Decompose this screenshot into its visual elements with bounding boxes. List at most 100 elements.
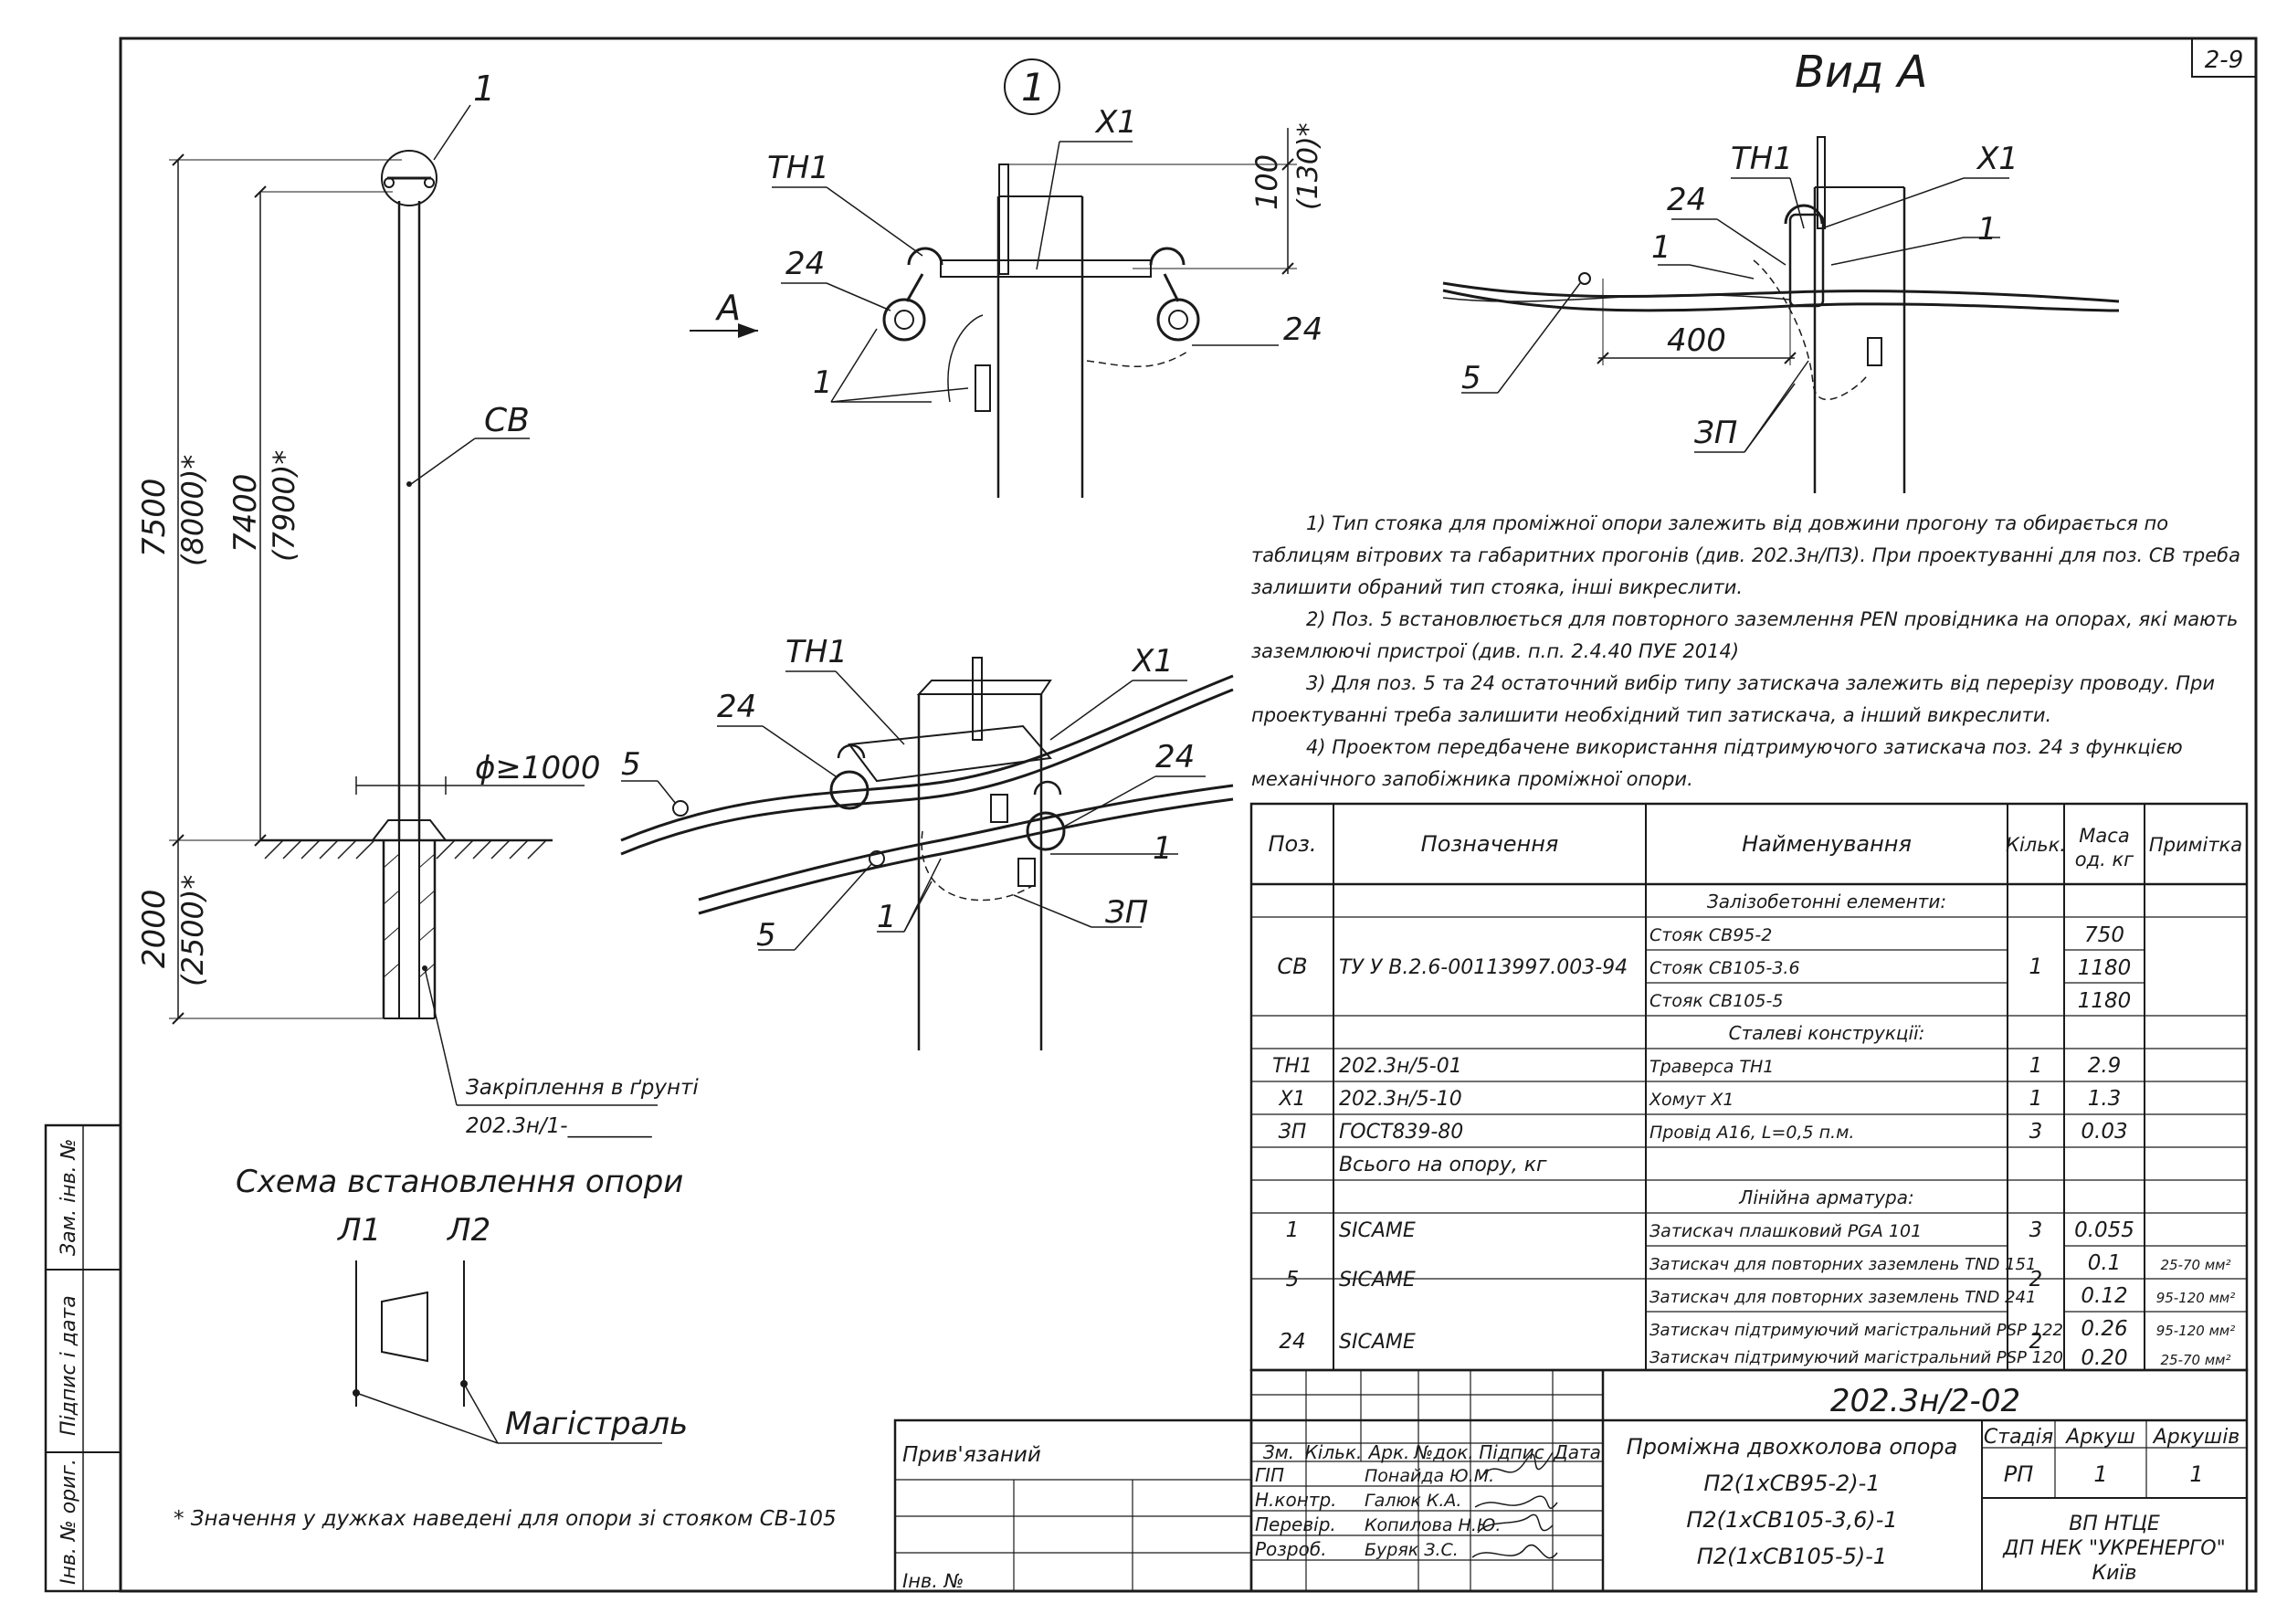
footnote: * Значення у дужках наведені для опори з… <box>174 1507 837 1531</box>
section-steel: Сталеві конструкції: <box>1729 1022 1925 1044</box>
th-qty: Кільк. <box>2006 834 2066 856</box>
view-a-title: Вид А <box>1795 47 1927 98</box>
tb-org-2: ДП НЕК "УКРЕНЕРГО" <box>2002 1537 2226 1560</box>
pole-elevation: 1 СВ <box>136 69 699 1138</box>
dim-7900: (7900)* <box>267 450 301 562</box>
sheet-number: 2-9 <box>2205 47 2243 74</box>
tb-h-data: Дата <box>1553 1441 1601 1463</box>
note-2: 2) Поз. 5 встановлюється для повторного … <box>1251 608 2239 662</box>
iso-zp: ЗП <box>1105 894 1148 931</box>
th-note: Примітка <box>2149 834 2242 856</box>
viewa-5: 5 <box>1461 360 1481 396</box>
section-concrete: Залізобетонні елементи: <box>1707 891 1946 912</box>
pos5-mass-1: 0.1 <box>2088 1251 2122 1275</box>
iso-tn1: ТН1 <box>785 634 848 670</box>
pos5-designation: SICAME <box>1339 1269 1416 1292</box>
tn1-name: Траверса ТН1 <box>1649 1057 1774 1077</box>
pos1-designation: SICAME <box>1339 1219 1416 1242</box>
cv-item-1: Стояк СВ95-2 <box>1649 925 1772 945</box>
tb-org-1: ВП НТЦЕ <box>2069 1513 2160 1535</box>
signature-3 <box>1477 1513 1554 1534</box>
iso-1a: 1 <box>877 899 897 935</box>
tb-name-1: Понайда Ю.М. <box>1365 1466 1494 1486</box>
stamp-pidpys: Підпис і дата <box>58 1295 80 1436</box>
view-a: Вид А 400 ТН1 Х1 24 1 <box>1442 47 2120 493</box>
scheme-l1: Л1 <box>336 1212 381 1249</box>
iso-24a: 24 <box>717 689 756 725</box>
section-fittings: Лінійна арматура: <box>1738 1186 1913 1208</box>
cv-pos: СВ <box>1277 954 1307 979</box>
dim-2000: 2000 <box>136 889 173 968</box>
pos24-pos: 24 <box>1279 1330 1305 1354</box>
tb-role-1: ГІП <box>1255 1464 1284 1486</box>
viewa-1b: 1 <box>1977 211 1997 248</box>
pos24-qty: 2 <box>2029 1330 2043 1354</box>
detail-1: 1 ТН1 Х1 24 24 1 <box>690 58 1324 498</box>
pos5-mass-2: 0.12 <box>2081 1284 2127 1308</box>
spec-table: Поз. Позначення Найменування Кільк. Маса… <box>1249 802 2249 1372</box>
stamp-inv-orig: Інв. № ориг. <box>58 1459 80 1585</box>
tb-title-1: Проміжна двохколова опора <box>1627 1434 1958 1460</box>
signature-1 <box>1479 1451 1554 1481</box>
tb-role-3: Перевір. <box>1255 1513 1336 1535</box>
dim-8000: (8000)* <box>175 455 210 566</box>
zp-name: Провід А16, L=0,5 п.м. <box>1649 1123 1854 1143</box>
iso-24b: 24 <box>1155 739 1195 775</box>
detail1-24a: 24 <box>785 246 825 282</box>
tb-sheet-h: Аркуш <box>2064 1426 2134 1449</box>
viewa-x1: Х1 <box>1976 141 2018 177</box>
arrow-a-label: А <box>714 288 741 328</box>
tb-org-3: Київ <box>2092 1562 2137 1585</box>
tb-h-zm: Зм. <box>1263 1441 1294 1463</box>
cv-qty: 1 <box>2029 954 2042 979</box>
tb-doc-code: 202.3н/2-02 <box>1830 1383 2020 1419</box>
tb-inv-no: Інв. № <box>902 1570 964 1592</box>
tb-name-3: Копилова Н.Ю. <box>1365 1515 1501 1535</box>
tn1-pos: ТН1 <box>1272 1055 1312 1078</box>
pole-top-callout: 1 <box>473 69 495 109</box>
iso-5a: 5 <box>621 746 641 783</box>
tb-name-4: Буряк З.С. <box>1365 1540 1459 1560</box>
notes-block: 1) Тип стояка для проміжної опори залежи… <box>1251 508 2247 796</box>
note-3: 3) Для поз. 5 та 24 остаточний вибір тип… <box>1251 672 2216 726</box>
detail-1-number: 1 <box>1021 65 1046 110</box>
dim-100: 100 <box>1249 154 1284 210</box>
total-label: Всього на опору, кг <box>1339 1154 1547 1176</box>
detail-1-circle <box>1004 58 1060 115</box>
dim-400: 400 <box>1667 322 1726 359</box>
cv-item-3: Стояк СВ105-5 <box>1649 991 1783 1011</box>
pos1-mass: 0.055 <box>2074 1218 2134 1242</box>
tb-h-ndok: №док. <box>1413 1441 1473 1463</box>
detail1-1: 1 <box>813 364 833 401</box>
iso-x1: Х1 <box>1131 643 1174 680</box>
tb-title-4: П2(1хСВ105-5)-1 <box>1697 1544 1887 1569</box>
x1-pos: Х1 <box>1278 1088 1305 1111</box>
dim-7500: 7500 <box>136 478 173 557</box>
pole-code: СВ <box>484 402 530 439</box>
tb-title-3: П2(1хСВ105-3,6)-1 <box>1686 1507 1897 1533</box>
cv-mass-2: 1180 <box>2078 956 2132 980</box>
dim-7400: 7400 <box>227 473 264 553</box>
detail1-x1: Х1 <box>1094 104 1137 141</box>
tb-role-4: Розроб. <box>1255 1538 1327 1560</box>
pos1-pos: 1 <box>1286 1218 1300 1242</box>
th-designation: Позначення <box>1421 831 1559 857</box>
tb-h-ark: Арк. <box>1367 1441 1410 1463</box>
pos24-item-2: Затискач підтримуючий магістральний PSP … <box>1649 1348 2063 1367</box>
side-stamp: Зам. інв. № Підпис і дата Інв. № ориг. <box>44 1123 122 1593</box>
note-4: 4) Проектом передбачене використання під… <box>1251 736 2183 790</box>
tb-stage: РП <box>2004 1461 2034 1487</box>
pos5-pos: 5 <box>1286 1268 1300 1292</box>
dim-130: (130)* <box>1292 122 1324 210</box>
pos5-note-2: 95-120 мм² <box>2156 1290 2236 1306</box>
x1-mass: 1.3 <box>2088 1087 2122 1111</box>
th-pos: Поз. <box>1268 831 1316 857</box>
diameter-label: ϕ≥1000 <box>475 750 600 786</box>
zp-mass: 0.03 <box>2081 1120 2127 1144</box>
pos24-item-1: Затискач підтримуючий магістральний PSP … <box>1649 1321 2063 1340</box>
pos5-note-1: 25-70 мм² <box>2161 1257 2231 1273</box>
install-scheme: Схема встановлення опори Л1 Л2 Магістрал… <box>236 1164 688 1444</box>
scheme-title: Схема встановлення опори <box>236 1164 683 1200</box>
